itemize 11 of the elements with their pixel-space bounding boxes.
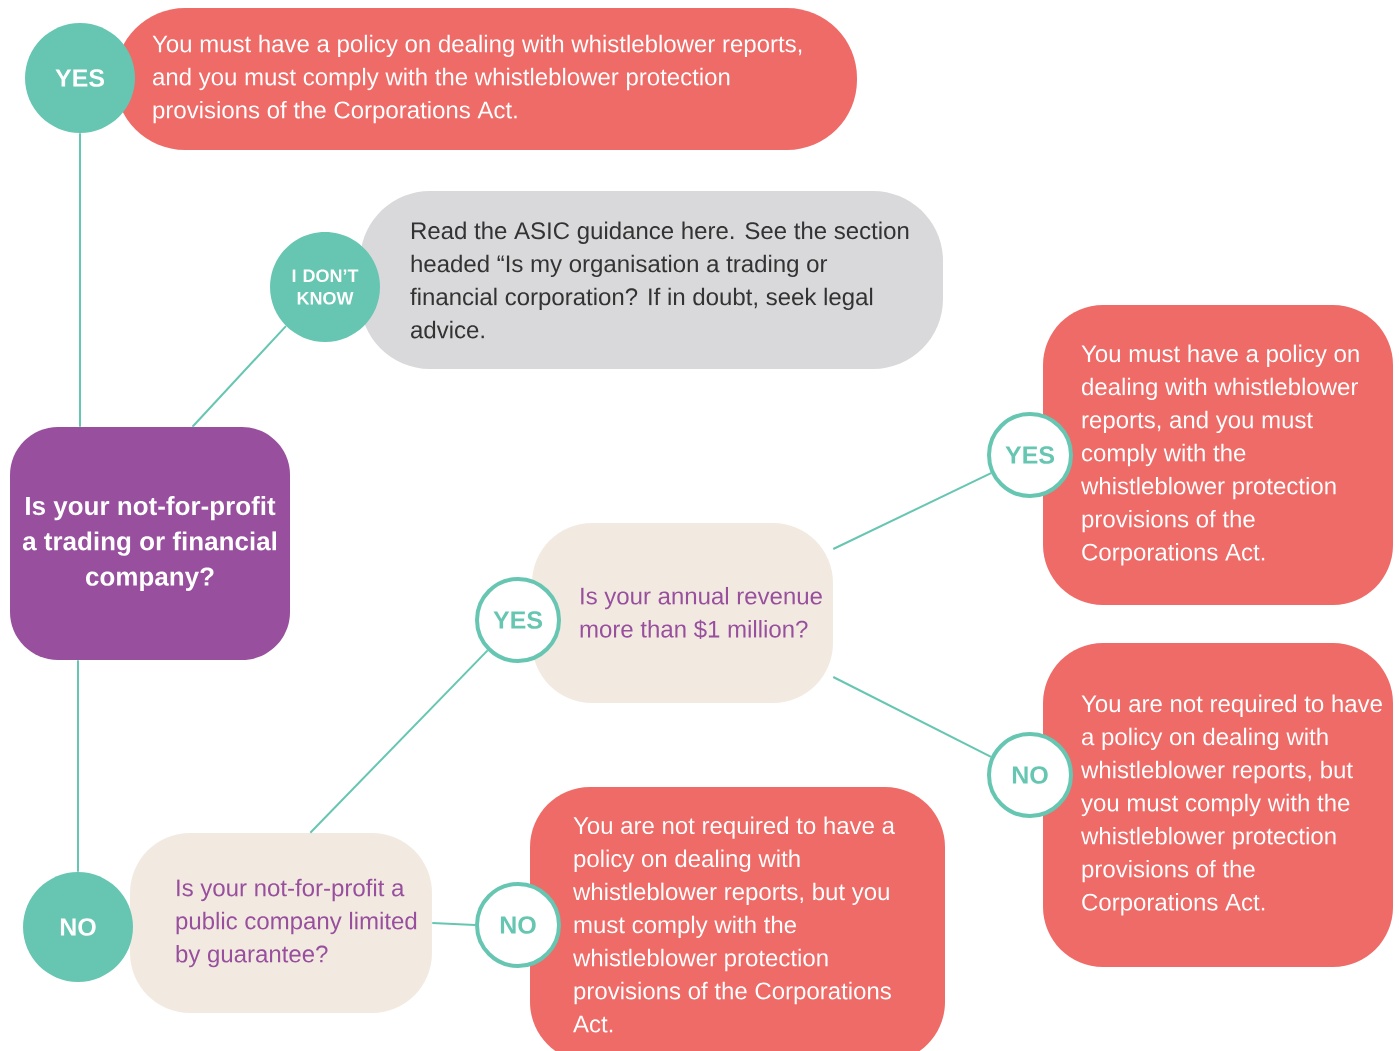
question-box: Is your not-for-profit a public company limited by guarantee? bbox=[130, 833, 432, 1013]
info-box: Read the ASIC guidance here. See the section headed “Is my organisation a trading or financial corporation? If in doubt, seek legal advice. bbox=[360, 191, 943, 369]
question-box: Is your not-for-profit a trading or financial company? bbox=[10, 427, 290, 660]
connector-line bbox=[431, 922, 476, 926]
connector-line bbox=[79, 132, 81, 428]
connector-line bbox=[77, 659, 79, 873]
connector-line bbox=[832, 676, 993, 758]
connector-line bbox=[191, 325, 287, 428]
answer-box: You must have a policy on dealing with whistleblower reports, and you must comply with the whistleblower protection provisions of the Corporations Act. bbox=[115, 8, 857, 150]
connector-line bbox=[309, 649, 489, 834]
connector-line bbox=[832, 472, 993, 550]
